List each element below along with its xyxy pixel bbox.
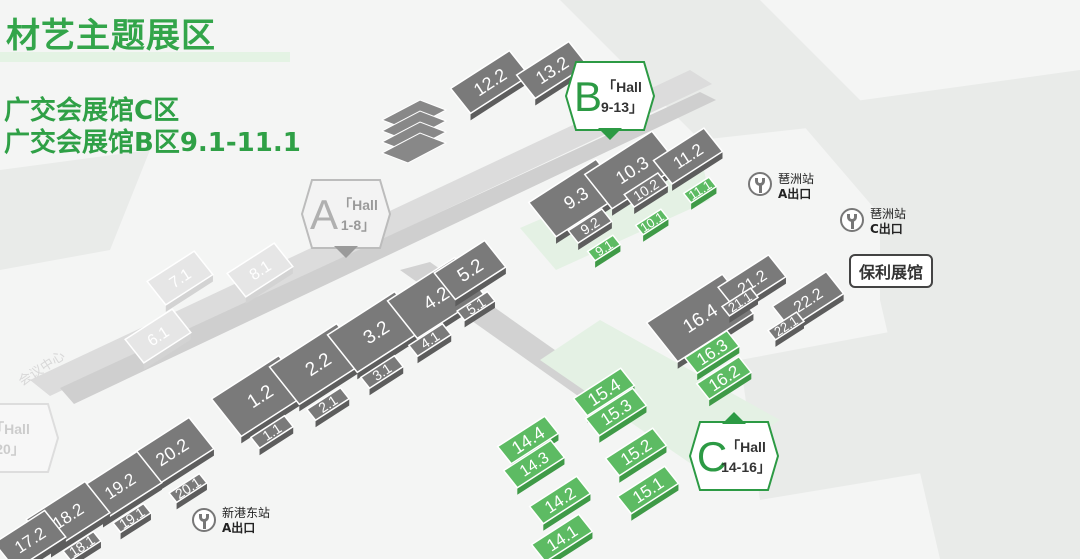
hall-block[interactable]: 9.1	[586, 234, 622, 268]
hall-block[interactable]: 6.1	[124, 308, 192, 370]
zone-range: 1-8」	[341, 217, 375, 233]
subtitle-b-zone: 广交会展馆B区9.1-11.1	[4, 128, 301, 158]
hall-block[interactable]: 5.1	[456, 290, 496, 328]
hall-block[interactable]: 15.3	[584, 387, 648, 443]
poly-venue-label[interactable]: 保利展馆	[849, 254, 934, 288]
hall-block[interactable]: 14.2	[528, 475, 592, 531]
zone-arrow	[334, 246, 358, 258]
hall-block[interactable]: 11.2	[652, 127, 724, 191]
metro-icon	[192, 508, 216, 532]
zone-range: 14-16」	[721, 459, 771, 475]
zone-letter: A	[310, 191, 338, 238]
hall-block[interactable]: 19.1	[112, 502, 152, 540]
station-pazhou-a[interactable]: 琶洲站 A出口	[778, 172, 814, 202]
hall-block[interactable]: 11.1	[682, 176, 718, 210]
hall-block[interactable]: 8.1	[226, 242, 294, 304]
zone-arrow	[598, 128, 622, 140]
station-exit: C出口	[870, 222, 903, 236]
zone-hall-word: 「Hall	[338, 197, 378, 213]
hall-block[interactable]: 22.1	[766, 311, 806, 347]
metro-icon	[840, 208, 864, 232]
metro-icon	[748, 172, 772, 196]
station-pazhou-c[interactable]: 琶洲站 C出口	[870, 207, 906, 237]
zone-arrow	[722, 412, 746, 424]
title-underline	[0, 52, 290, 62]
zone-marker[interactable]: 「Hall 20」	[0, 403, 60, 473]
station-exit: A出口	[222, 521, 256, 535]
hall-block[interactable]: 2.1	[305, 386, 351, 428]
zone-hall-word: 「Hall	[726, 439, 766, 455]
page-title: 材艺主题展区	[6, 16, 216, 56]
hall-block[interactable]: 13.2	[515, 40, 589, 106]
zone-marker[interactable]: B「Hall 9-13」	[564, 61, 656, 140]
zone-letter: B	[574, 73, 602, 120]
station-name: 新港东站	[222, 506, 271, 520]
stacked-plate	[380, 132, 448, 164]
zone-letter: C	[697, 433, 727, 480]
hall-block[interactable]: 10.2	[623, 171, 669, 215]
zone-marker[interactable]: C「Hall 14-16」	[688, 412, 780, 491]
zone-range: 9-13」	[601, 99, 643, 115]
zone-hall-word: 「Hall	[602, 79, 642, 95]
station-name: 琶洲站	[870, 207, 907, 221]
hall-block[interactable]: 4.1	[407, 322, 453, 364]
station-name: 琶洲站	[778, 172, 815, 186]
subtitle-c-zone: 广交会展馆C区	[4, 96, 180, 126]
zone-range: 20」	[0, 441, 25, 457]
hall-block[interactable]: 17.2	[0, 509, 67, 559]
hall-block[interactable]: 1.1	[249, 414, 295, 456]
hall-block[interactable]: 9.2	[567, 207, 613, 251]
station-xingangdong-a[interactable]: 新港东站 A出口	[222, 506, 270, 536]
station-exit: A出口	[778, 187, 812, 201]
hall-block[interactable]: 14.1	[530, 513, 594, 559]
hall-block[interactable]: 5.2	[433, 239, 507, 307]
zone-marker[interactable]: A「Hall 1-8」	[300, 179, 392, 258]
hall-block[interactable]: 7.1	[146, 250, 214, 312]
zone-hall-word: 「Hall	[0, 421, 30, 437]
